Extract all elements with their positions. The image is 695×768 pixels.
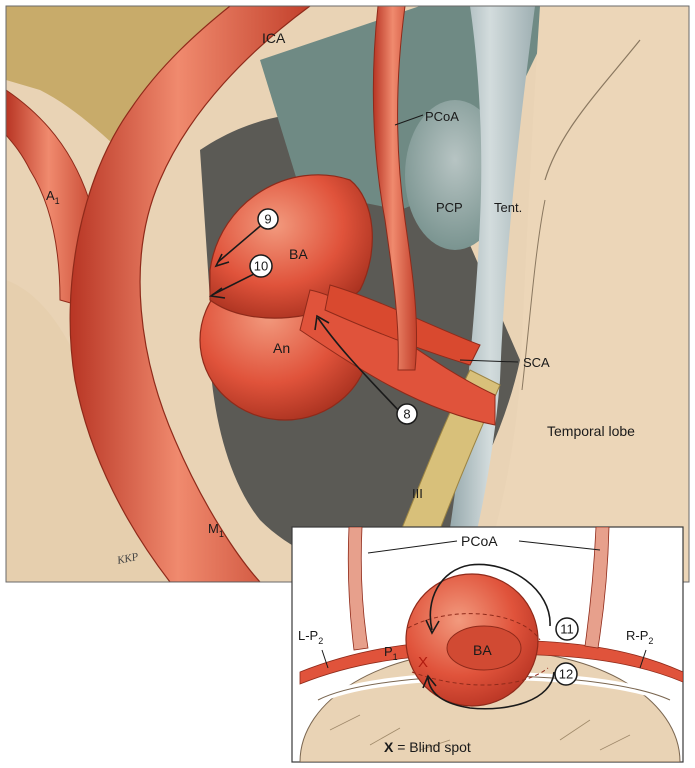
label-iii: III bbox=[412, 486, 423, 501]
inset-blind-spot-mark: X bbox=[418, 654, 428, 671]
left-pcoa bbox=[347, 527, 369, 651]
arrow-head bbox=[425, 619, 440, 635]
label-a1: A1 bbox=[46, 188, 60, 206]
label-sca: SCA bbox=[523, 355, 550, 370]
inset-label-l-p2: L-P2 bbox=[298, 628, 323, 646]
svg-text:9: 9 bbox=[264, 212, 271, 227]
marker-11: 11 bbox=[555, 617, 579, 641]
svg-text:12: 12 bbox=[559, 667, 573, 682]
svg-text:10: 10 bbox=[254, 259, 268, 274]
main-panel bbox=[6, 6, 689, 582]
arrow-10 bbox=[211, 271, 259, 296]
signature: KKP bbox=[115, 551, 140, 567]
arrow-head bbox=[208, 287, 226, 299]
pcoa-artery bbox=[372, 6, 418, 371]
label-m1: M1 bbox=[208, 521, 224, 539]
arrow-11 bbox=[429, 563, 551, 631]
arrow-head bbox=[422, 674, 437, 689]
leader-line-pcoa bbox=[394, 114, 424, 126]
ica-m1-artery bbox=[69, 6, 312, 582]
marker-10: 10 bbox=[249, 254, 273, 278]
arrow-head bbox=[314, 314, 330, 331]
inset-label-ba: BA bbox=[473, 642, 492, 658]
sulcus-line bbox=[544, 39, 641, 181]
arrow-9 bbox=[217, 221, 266, 263]
marker-8: 8 bbox=[396, 403, 418, 425]
label-temporal-lobe: Temporal lobe bbox=[547, 423, 635, 439]
label-tent: Tent. bbox=[494, 200, 522, 215]
sulcus-line bbox=[521, 199, 546, 391]
inset-ba-base bbox=[446, 625, 522, 671]
right-pcoa bbox=[584, 527, 610, 649]
temporal-lobe bbox=[480, 6, 689, 582]
arrow-8 bbox=[317, 317, 401, 413]
arrow-head bbox=[214, 253, 230, 268]
leader-line-lp2 bbox=[321, 649, 329, 669]
svg-text:8: 8 bbox=[403, 407, 410, 422]
marker-9: 9 bbox=[257, 208, 279, 230]
basilar-apex bbox=[209, 174, 373, 319]
label-ba: BA bbox=[289, 246, 308, 262]
inset-content bbox=[299, 527, 683, 762]
label-pcp: PCP bbox=[436, 200, 463, 215]
leader-lines-pcoa bbox=[367, 540, 601, 554]
pcp-structure bbox=[405, 100, 505, 250]
arrow-12 bbox=[427, 671, 555, 710]
inset-label-r-p2: R-P2 bbox=[626, 628, 653, 646]
dashed-contour bbox=[407, 613, 541, 641]
marker-12: 12 bbox=[554, 662, 578, 686]
leader-line-rp2 bbox=[639, 649, 647, 669]
legend-blind-spot: X = Blind spot bbox=[384, 739, 471, 755]
label-ica: ICA bbox=[262, 30, 286, 46]
texture-lines bbox=[329, 714, 631, 751]
svg-text:11: 11 bbox=[560, 622, 574, 637]
label-an: An bbox=[273, 340, 290, 356]
leader-line-sca bbox=[459, 359, 519, 363]
inset-label-pcoa: PCoA bbox=[461, 533, 498, 549]
label-pcoa: PCoA bbox=[425, 109, 459, 124]
inset-label-p1: P1 bbox=[384, 644, 398, 662]
